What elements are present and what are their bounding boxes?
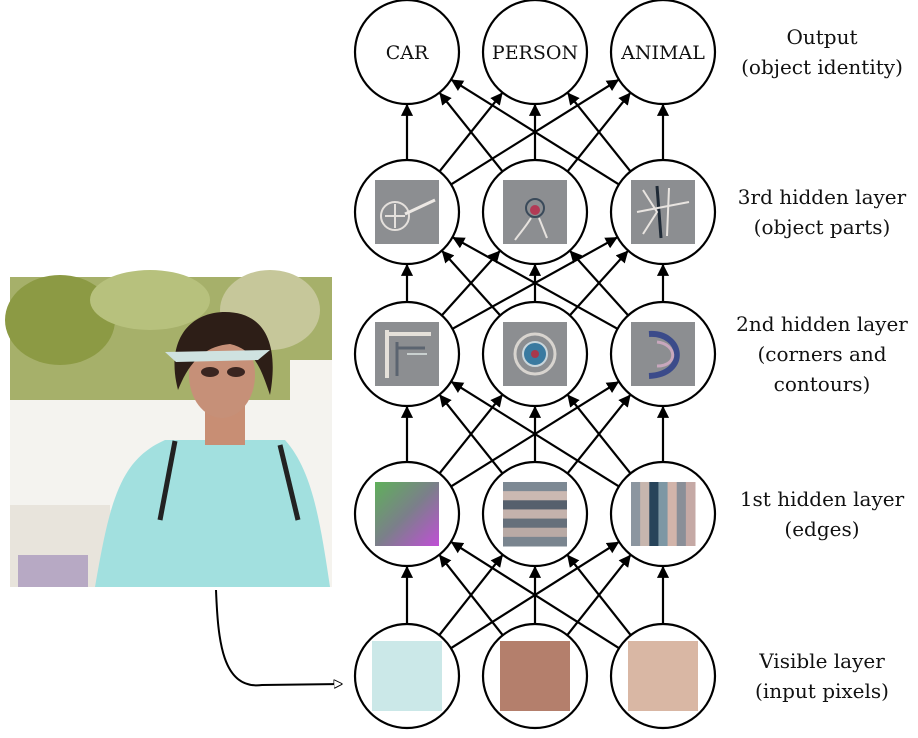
- node-label: PERSON: [492, 42, 578, 64]
- connection-arrow: [450, 381, 620, 488]
- connection-arrow: [450, 541, 620, 650]
- connection-arrow: [439, 92, 504, 173]
- layer-label-hidden1: 1st hidden layer: [740, 487, 905, 511]
- connection-arrows: [400, 79, 670, 650]
- node-hidden2-3: [609, 300, 717, 408]
- input-pixel-swatch: [372, 641, 442, 711]
- feature-circle-contour: [503, 322, 567, 386]
- network-nodes: CAR PERSON ANIMAL: [353, 0, 717, 730]
- node-hidden1-3: [609, 460, 717, 568]
- node-hidden1-2: [481, 460, 589, 568]
- feature-diagonal-gradient: [375, 482, 439, 546]
- connection-arrow: [567, 92, 632, 173]
- feature-curve-contour: [631, 322, 695, 386]
- connection-arrow: [441, 250, 502, 317]
- feature-face-part: [503, 180, 567, 244]
- feature-wheel-part: [375, 180, 439, 244]
- node-visible-2: [481, 622, 589, 730]
- layer-label-visible: Visible layer: [758, 649, 885, 673]
- node-visible-1: [353, 622, 461, 730]
- layer-label-hidden3: 3rd hidden layer: [738, 185, 907, 209]
- input-pixel-swatch: [628, 641, 698, 711]
- node-hidden3-1: [353, 158, 461, 266]
- node-hidden2-2: [481, 300, 589, 408]
- feature-vertical-stripes: [631, 482, 696, 546]
- node-output-3: ANIMAL: [609, 0, 717, 106]
- node-output-2: PERSON: [481, 0, 589, 106]
- feature-horizontal-stripes: [503, 482, 567, 547]
- node-label: CAR: [386, 42, 429, 64]
- photo-to-input-arrow: [215, 589, 342, 685]
- input-pixel-swatch: [500, 641, 570, 711]
- layer-label-hidden3: (object parts): [754, 215, 891, 239]
- layer-label-output: Output: [786, 25, 857, 49]
- input-photo: [5, 270, 332, 587]
- connection-arrow: [438, 554, 504, 636]
- layer-label-hidden1: (edges): [784, 517, 859, 541]
- node-hidden3-2: [481, 158, 589, 266]
- connection-arrow: [450, 79, 620, 186]
- feature-legs-part: [631, 180, 695, 244]
- node-visible-3: [609, 622, 717, 730]
- node-hidden2-1: [353, 300, 461, 408]
- connection-arrow: [566, 554, 632, 636]
- layer-label-hidden2: 2nd hidden layer: [736, 312, 908, 336]
- feature-corner: [375, 322, 439, 386]
- connection-arrow: [569, 250, 630, 317]
- layer-labels: Output (object identity) 3rd hidden layer (…: [736, 25, 908, 703]
- layer-label-hidden2: (corners and: [757, 342, 886, 366]
- node-hidden3-3: [609, 158, 717, 266]
- connection-arrow: [452, 236, 619, 330]
- connection-arrow: [439, 394, 504, 475]
- node-output-1: CAR: [353, 0, 461, 106]
- layer-label-visible: (input pixels): [755, 679, 889, 703]
- node-label: ANIMAL: [620, 42, 705, 64]
- layer-label-hidden2: contours): [774, 372, 871, 396]
- layer-label-output: (object identity): [741, 55, 903, 79]
- connection-arrow: [567, 394, 632, 475]
- node-hidden1-1: [353, 460, 461, 568]
